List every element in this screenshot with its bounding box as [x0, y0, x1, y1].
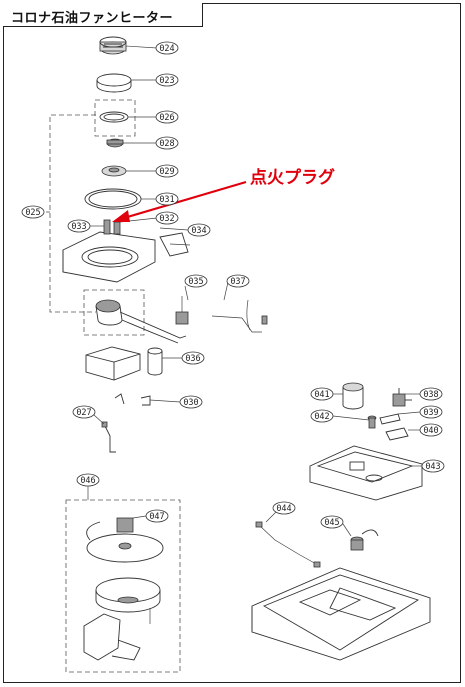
part-045-fitting	[350, 529, 379, 551]
callout-028-label: 028	[159, 139, 174, 149]
part-038-valve	[392, 388, 412, 407]
callout-034-label: 034	[191, 226, 206, 236]
part-026-gasket	[99, 111, 129, 123]
group-outline-026	[94, 99, 136, 137]
group-outline-burner	[83, 289, 145, 336]
callout-042-label: 042	[314, 412, 329, 422]
callout-035-label: 035	[188, 277, 203, 287]
title-box: コロナ石油ファンヒーター	[3, 3, 203, 27]
part-028-nozzle	[106, 138, 124, 148]
part-035-igniter	[175, 296, 189, 325]
callout-031: 031	[155, 192, 179, 206]
callout-047: 047	[145, 509, 169, 523]
callout-042: 042	[310, 409, 334, 423]
callout-037-label: 037	[230, 277, 245, 287]
group-outline-025	[49, 114, 96, 313]
callout-034: 034	[187, 223, 211, 237]
part-030-clips	[114, 393, 151, 406]
ignition-plug-annotation	[112, 180, 247, 222]
callout-036: 036	[181, 351, 205, 365]
callout-046-label: 046	[80, 476, 95, 486]
callout-046: 046	[76, 473, 100, 487]
callout-045-label: 045	[324, 518, 339, 528]
callout-041-label: 041	[314, 390, 329, 400]
callout-025: 025	[21, 205, 45, 219]
ignition-plug-label: 点火プラグ	[250, 167, 335, 188]
diagram-frame	[3, 3, 461, 683]
part-040-bracket	[385, 427, 409, 441]
callout-033-label: 033	[71, 222, 86, 232]
callout-030: 030	[179, 395, 203, 409]
part-024-mesh-cap	[99, 36, 127, 55]
leader-lines	[87, 45, 422, 537]
callout-043: 043	[421, 459, 445, 473]
callout-032-label: 032	[159, 214, 174, 224]
callout-023: 023	[155, 73, 179, 87]
part-burner-bowl	[95, 299, 187, 344]
callout-023-label: 023	[159, 76, 174, 86]
page-title: コロナ石油ファンヒーター	[11, 11, 174, 26]
callout-027: 027	[72, 405, 96, 419]
callout-025-label: 025	[25, 208, 40, 218]
part-039-plate	[379, 413, 401, 425]
part-046-fan-assembly	[83, 517, 164, 661]
callout-029: 029	[155, 164, 179, 178]
callout-028: 028	[155, 136, 179, 150]
callout-039-label: 039	[423, 408, 438, 418]
part-burner-shield	[85, 346, 141, 381]
callout-032: 032	[155, 211, 179, 225]
part-044-cord	[255, 521, 321, 568]
part-041-burner-pot	[342, 382, 364, 410]
callout-031-label: 031	[159, 195, 174, 205]
callout-029-label: 029	[159, 167, 174, 177]
callout-030-label: 030	[183, 398, 198, 408]
callout-044-label: 044	[276, 504, 291, 514]
part-023-ring	[96, 73, 132, 93]
callout-037: 037	[226, 274, 250, 288]
part-burner-base	[62, 219, 156, 283]
callout-038: 038	[419, 387, 443, 401]
callout-038-label: 038	[423, 390, 438, 400]
part-037-wire	[211, 299, 268, 333]
callout-026: 026	[155, 110, 179, 124]
callout-047-label: 047	[149, 512, 164, 522]
part-043-tray	[309, 445, 423, 501]
callout-036-label: 036	[185, 354, 200, 364]
callout-039: 039	[419, 405, 443, 419]
part-034-bracket	[159, 232, 191, 257]
callout-026-label: 026	[159, 113, 174, 123]
part-042-knob	[367, 415, 377, 429]
callout-041: 041	[310, 387, 334, 401]
callout-043-label: 043	[425, 462, 440, 472]
callout-044: 044	[272, 501, 296, 515]
part-base-plate	[251, 567, 431, 661]
callout-040: 040	[419, 423, 443, 437]
callout-035: 035	[184, 274, 208, 288]
part-029-disk	[101, 165, 127, 177]
group-outline-046	[65, 499, 181, 673]
callout-024: 024	[155, 41, 179, 55]
callout-045: 045	[320, 515, 344, 529]
callout-033: 033	[67, 219, 91, 233]
callout-040-label: 040	[423, 426, 438, 436]
callout-027-label: 027	[76, 408, 91, 418]
part-031-large-ring	[84, 188, 142, 210]
part-027-rod	[101, 421, 116, 453]
callout-024-label: 024	[159, 44, 174, 54]
part-036-cylinder	[147, 347, 163, 376]
